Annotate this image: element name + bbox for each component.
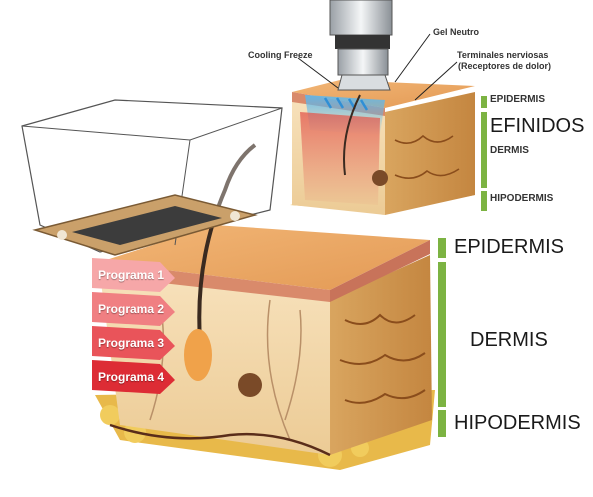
program-1-label: Programa 1 <box>98 268 165 282</box>
pointer-cooling <box>297 57 339 89</box>
label-terminales-line1: Terminales nerviosas <box>457 50 549 60</box>
heating-zone <box>300 112 380 205</box>
label-large-epidermis: EPIDERMIS <box>454 236 565 258</box>
handpiece-neck <box>337 48 389 76</box>
plate-hole <box>230 211 240 221</box>
handpiece-body <box>329 0 393 36</box>
program-4-label: Programa 4 <box>98 370 165 384</box>
label-gel-neutro: Gel Neutro <box>433 27 480 37</box>
program-arrow <box>92 258 175 394</box>
sweat-gland <box>238 373 262 397</box>
large-bar-epidermis <box>438 238 446 258</box>
pointer-terminales <box>414 61 458 101</box>
label-terminales-line2: (Receptores de dolor) <box>458 61 552 71</box>
program-3-label: Programa 3 <box>98 336 165 350</box>
applicator <box>21 99 283 256</box>
small-bar-epidermis <box>481 96 487 108</box>
program-2-band <box>92 292 175 326</box>
label-small-hipodermis: HIPODERMIS <box>490 193 554 204</box>
label-large-dermis: DERMIS <box>470 329 548 351</box>
label-small-dermis: DERMIS <box>490 145 529 156</box>
handpiece-ring <box>335 35 390 49</box>
program-2-label: Programa 2 <box>98 302 165 316</box>
hair-follicle <box>184 329 212 381</box>
small-skin-block <box>290 80 475 215</box>
side-vessels <box>339 313 426 404</box>
small-side-vessels <box>394 134 460 179</box>
label-small-epidermis: EPIDERMIS <box>490 94 546 105</box>
electrode-grid <box>72 206 222 245</box>
program-4-band <box>92 360 175 394</box>
small-bar-dermis <box>481 112 487 188</box>
fat-cell <box>100 405 120 425</box>
large-side-face <box>330 255 432 455</box>
pointer-gel <box>394 33 431 83</box>
plate-hole <box>57 230 67 240</box>
program-3-band <box>92 326 175 360</box>
large-epidermis-side-edge <box>330 240 430 302</box>
large-epidermis-top <box>100 225 430 290</box>
small-side-face <box>385 92 475 215</box>
cooling-handpiece <box>329 0 393 91</box>
label-cooling-freeze: Cooling Freeze <box>248 50 313 60</box>
small-bar-hipodermis <box>481 191 487 211</box>
handpiece-tip <box>337 74 391 91</box>
label-large-hipodermis: HIPODERMIS <box>454 412 580 434</box>
blood-vessel <box>109 423 331 457</box>
cooling-arrows <box>323 97 369 111</box>
large-bar-dermis <box>438 262 446 407</box>
small-sweat-gland <box>372 170 388 186</box>
small-hair <box>343 94 361 176</box>
large-bar-hipodermis <box>438 410 446 437</box>
label-definidos: EFINIDOS <box>490 115 585 137</box>
program-1-band <box>92 258 175 292</box>
